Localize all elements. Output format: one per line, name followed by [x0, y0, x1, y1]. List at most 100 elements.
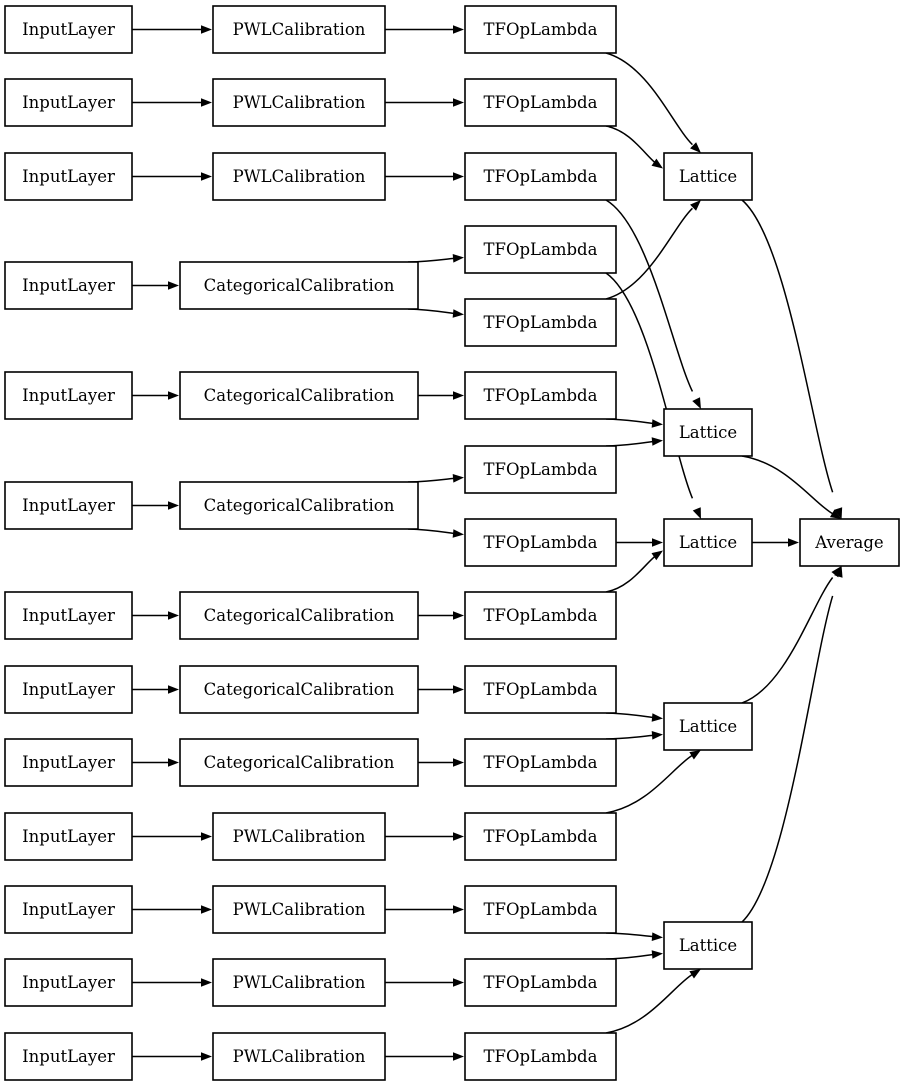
edge-arrowhead	[689, 969, 701, 979]
calibration-node[interactable]: CategoricalCalibration	[179, 481, 419, 530]
edge-layer	[132, 25, 843, 1061]
input-layer-node[interactable]: InputLayer	[4, 152, 133, 201]
node-label: InputLayer	[22, 93, 115, 112]
edge-line	[605, 272, 694, 499]
node-box	[4, 1032, 133, 1081]
node-box	[212, 152, 386, 201]
input-layer-node[interactable]: InputLayer	[4, 665, 133, 714]
calibration-node[interactable]: CategoricalCalibration	[179, 371, 419, 420]
edge-arrowhead	[651, 932, 663, 941]
calibration-node[interactable]: CategoricalCalibration	[179, 665, 419, 714]
edge-arrowhead	[201, 25, 212, 34]
input-layer-node[interactable]: InputLayer	[4, 371, 133, 420]
tfoplambda-node[interactable]: TFOpLambda	[464, 225, 617, 274]
calibration-node[interactable]: PWLCalibration	[212, 958, 386, 1007]
node-box	[663, 518, 753, 567]
edge-arrowhead	[689, 750, 701, 760]
input-layer-node[interactable]: InputLayer	[4, 958, 133, 1007]
input-layer-node[interactable]: InputLayer	[4, 738, 133, 787]
calibration-node[interactable]: PWLCalibration	[212, 152, 386, 201]
input-layer-node[interactable]: InputLayer	[4, 1032, 133, 1081]
node-box	[212, 1032, 386, 1081]
tfoplambda-node[interactable]: TFOpLambda	[464, 445, 617, 494]
input-layer-node[interactable]: InputLayer	[4, 261, 133, 310]
edge-arrowhead	[201, 832, 212, 841]
node-label: TFOpLambda	[484, 20, 598, 39]
node-label: Lattice	[679, 717, 737, 736]
edge-arrowhead	[453, 1052, 464, 1061]
node-label: InputLayer	[22, 753, 115, 772]
edge-arrowhead	[168, 611, 179, 620]
node-box	[179, 665, 419, 714]
tfoplambda-node[interactable]: TFOpLambda	[464, 738, 617, 787]
node-label: Lattice	[679, 167, 737, 186]
input-layer-node[interactable]: InputLayer	[4, 481, 133, 530]
edge-arrowhead	[652, 538, 663, 547]
lattice-node[interactable]: Lattice	[663, 518, 753, 567]
tfoplambda-node[interactable]: TFOpLambda	[464, 518, 617, 567]
tfoplambda-node[interactable]: TFOpLambda	[464, 5, 617, 54]
lattice-node[interactable]: Lattice	[663, 921, 753, 970]
tfoplambda-node[interactable]: TFOpLambda	[464, 1032, 617, 1081]
tfoplambda-node[interactable]: TFOpLambda	[464, 958, 617, 1007]
calibration-node[interactable]: CategoricalCalibration	[179, 738, 419, 787]
input-layer-node[interactable]: InputLayer	[4, 885, 133, 934]
tfoplambda-node[interactable]: TFOpLambda	[464, 885, 617, 934]
node-label: CategoricalCalibration	[204, 386, 395, 405]
edge-arrowhead	[692, 507, 701, 519]
edge-line	[741, 455, 833, 515]
tfoplambda-node[interactable]: TFOpLambda	[464, 371, 617, 420]
node-label: Lattice	[679, 423, 737, 442]
calibration-node[interactable]: PWLCalibration	[212, 885, 386, 934]
edge-arrowhead	[651, 158, 663, 169]
calibration-node[interactable]: CategoricalCalibration	[179, 261, 419, 310]
input-layer-node[interactable]: InputLayer	[4, 78, 133, 127]
node-label: PWLCalibration	[233, 93, 366, 112]
tfoplambda-node[interactable]: TFOpLambda	[464, 78, 617, 127]
node-label: InputLayer	[22, 167, 115, 186]
calibration-node[interactable]: PWLCalibration	[212, 78, 386, 127]
tfoplambda-node[interactable]: TFOpLambda	[464, 152, 617, 201]
input-layer-node[interactable]: InputLayer	[4, 812, 133, 861]
tfoplambda-node[interactable]: TFOpLambda	[464, 298, 617, 347]
average-node[interactable]: Average	[799, 518, 900, 567]
node-label: InputLayer	[22, 973, 115, 992]
edge-arrowhead	[651, 950, 663, 959]
node-label: TFOpLambda	[484, 753, 598, 772]
calibration-node[interactable]: PWLCalibration	[212, 1032, 386, 1081]
edge-arrowhead	[201, 172, 212, 181]
tfoplambda-node[interactable]: TFOpLambda	[464, 665, 617, 714]
node-box	[4, 591, 133, 640]
node-label: InputLayer	[22, 680, 115, 699]
edge-arrowhead	[201, 905, 212, 914]
calibration-node[interactable]: PWLCalibration	[212, 5, 386, 54]
node-label: TFOpLambda	[484, 93, 598, 112]
node-box	[4, 152, 133, 201]
node-label: InputLayer	[22, 606, 115, 625]
node-label: TFOpLambda	[484, 900, 598, 919]
edge-line	[605, 973, 693, 1034]
edge-line	[605, 199, 694, 392]
tfoplambda-node[interactable]: TFOpLambda	[464, 591, 617, 640]
calibration-node[interactable]: PWLCalibration	[212, 812, 386, 861]
lattice-node[interactable]: Lattice	[663, 408, 753, 457]
node-box	[212, 885, 386, 934]
input-layer-node[interactable]: InputLayer	[4, 5, 133, 54]
node-box	[464, 152, 617, 201]
node-box	[464, 1032, 617, 1081]
calibration-node[interactable]: CategoricalCalibration	[179, 591, 419, 640]
node-label: CategoricalCalibration	[204, 276, 395, 295]
node-box	[179, 261, 419, 310]
tfoplambda-node[interactable]: TFOpLambda	[464, 812, 617, 861]
edge-line	[741, 199, 834, 493]
edge-arrowhead	[168, 281, 179, 290]
node-box	[464, 591, 617, 640]
node-box	[212, 958, 386, 1007]
edge-arrowhead	[453, 25, 464, 34]
node-box	[179, 738, 419, 787]
input-layer-node[interactable]: InputLayer	[4, 591, 133, 640]
lattice-node[interactable]: Lattice	[663, 152, 753, 201]
lattice-node[interactable]: Lattice	[663, 702, 753, 751]
node-box	[663, 408, 753, 457]
